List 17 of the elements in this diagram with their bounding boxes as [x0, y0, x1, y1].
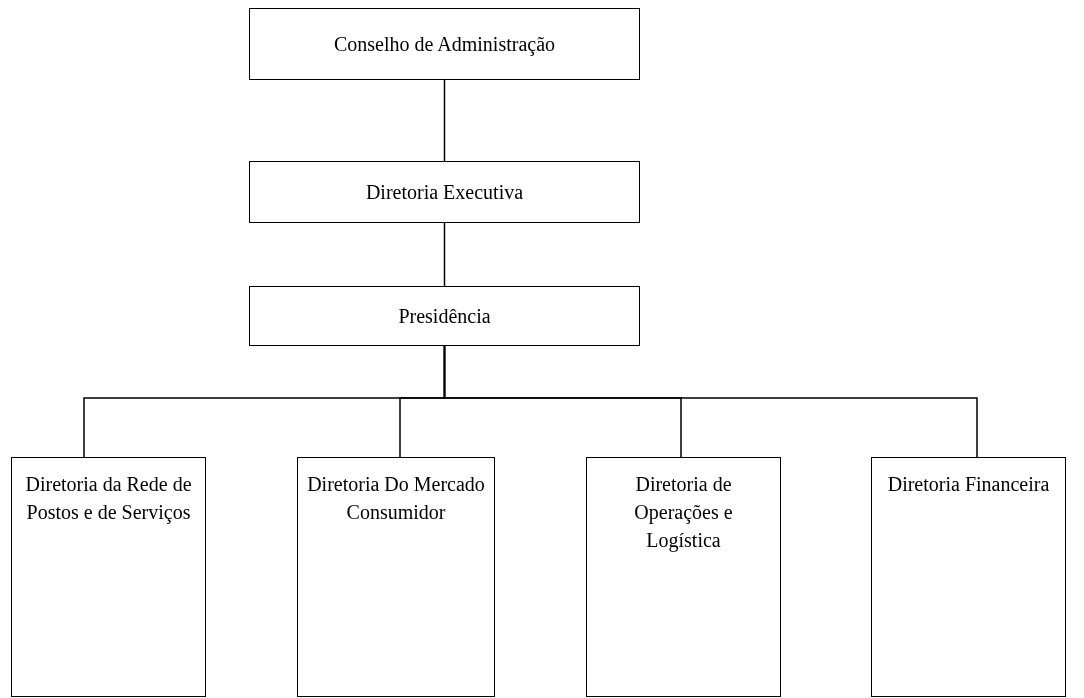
org-box — [249, 8, 640, 80]
department-box — [871, 457, 1066, 697]
connector-line — [443, 222, 446, 287]
department-box — [586, 457, 781, 697]
box-label: Diretoria Do Mercado Consumidor — [306, 472, 486, 525]
box-label: Diretoria da Rede de Postos e de Serviços — [24, 472, 193, 526]
connector-line — [443, 79, 446, 162]
org-box — [249, 161, 640, 223]
department-box — [297, 457, 495, 697]
box-label: Diretoria Financeira — [886, 472, 1051, 497]
department-box — [11, 457, 206, 697]
box-label: Presidência — [397, 304, 492, 328]
box-label: Diretoria de Operações e Logística — [633, 472, 734, 554]
connector-line — [443, 345, 978, 458]
box-label: Diretoria Executiva — [364, 180, 525, 204]
box-label: Conselho de Administração — [332, 32, 557, 56]
org-box — [249, 286, 640, 346]
